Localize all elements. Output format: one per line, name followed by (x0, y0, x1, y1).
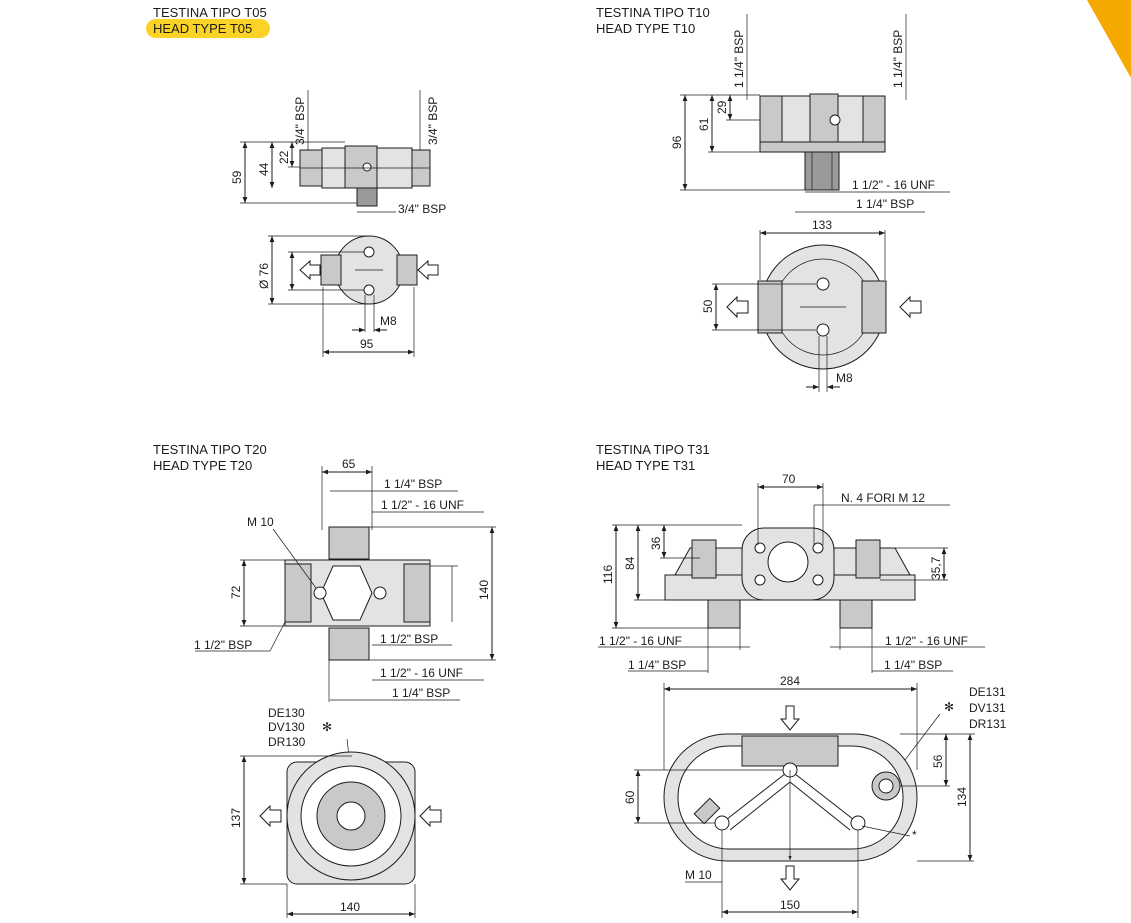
t31-star-icon: ✻ (944, 700, 954, 714)
t20-model-de130: DE130 (268, 706, 305, 720)
t31-dim-284: 284 (780, 674, 800, 688)
t20-star-icon: ✻ (322, 720, 332, 734)
t20-model-dr130: DR130 (268, 735, 306, 749)
t20-dim-72: 72 (229, 585, 243, 599)
t20-dim-137: 137 (229, 808, 243, 828)
t31-dim-60: 60 (623, 790, 637, 804)
t20-bsp-bottom: 1 1/4" BSP (392, 686, 450, 700)
t10-m8: M8 (836, 371, 853, 385)
t05-top-view (299, 235, 439, 305)
t20-dim-140-bottom: 140 (340, 900, 360, 914)
t31-dim-56: 56 (931, 754, 945, 768)
t20-bsp-inner: 1 1/2" BSP (380, 632, 438, 646)
t20-m10: M 10 (247, 515, 274, 529)
corner-accent-triangle (1087, 0, 1131, 78)
t10-dim-133: 133 (812, 218, 832, 232)
t05-dim-44: 44 (257, 162, 271, 176)
t20-bsp-left: 1 1/2" BSP (194, 638, 252, 652)
t05-bsp-right: 3/4" BSP (426, 97, 440, 145)
t20-bsp-top: 1 1/4" BSP (384, 477, 442, 491)
t05-side-view (299, 145, 431, 207)
t31-dim-36: 36 (649, 536, 663, 550)
t31-m10: M 10 (685, 868, 712, 882)
t10-dim-96: 96 (670, 135, 684, 149)
t31-dim-134: 134 (955, 787, 969, 807)
t05-m8: M8 (380, 314, 397, 328)
t31-model-de131: DE131 (969, 685, 1006, 699)
t31-unf-right: 1 1/2" - 16 UNF (885, 634, 968, 648)
t31-asterisk: * (912, 828, 917, 842)
t31-holes: N. 4 FORI M 12 (841, 491, 925, 505)
t31-dim-84: 84 (623, 556, 637, 570)
t05-title-highlight (146, 19, 270, 38)
t20-unf-bottom: 1 1/2" - 16 UNF (380, 666, 463, 680)
t05-title-it: TESTINA TIPO T05 (153, 5, 267, 20)
t10-bsp-outlet: 1 1/4" BSP (856, 197, 914, 211)
t10-top-view (726, 244, 922, 370)
section-t10: TESTINA TIPO T10 HEAD TYPE T10 1 1/4" BS… (596, 5, 950, 392)
section-t31: TESTINA TIPO T31 HEAD TYPE T31 70 N. 4 F… (596, 442, 1007, 918)
t10-bsp-right: 1 1/4" BSP (891, 30, 905, 88)
t20-title-it: TESTINA TIPO T20 (153, 442, 267, 457)
t10-dim-50: 50 (701, 299, 715, 313)
t10-unf: 1 1/2" - 16 UNF (852, 178, 935, 192)
t10-title-en: HEAD TYPE T10 (596, 21, 695, 36)
t10-dim-29: 29 (715, 100, 729, 114)
t10-dim-61: 61 (697, 117, 711, 131)
t31-dim-150: 150 (780, 898, 800, 912)
t31-dim-116: 116 (601, 565, 615, 584)
t31-bsp-right: 1 1/4" BSP (884, 658, 942, 672)
t05-bsp-left: 3/4" BSP (293, 97, 307, 145)
t31-title-en: HEAD TYPE T31 (596, 458, 695, 473)
t20-title-en: HEAD TYPE T20 (153, 458, 252, 473)
t05-dim-22: 22 (277, 150, 291, 164)
t05-dim-59: 59 (230, 170, 244, 184)
t05-dia-76: Ø 76 (257, 263, 271, 289)
t10-title-it: TESTINA TIPO T10 (596, 5, 710, 20)
t20-dim-65: 65 (342, 457, 356, 471)
t31-top-view (663, 705, 918, 891)
t31-unf-left: 1 1/2" - 16 UNF (599, 634, 682, 648)
t05-outlet-bsp: 3/4" BSP (398, 202, 446, 216)
t31-bsp-left: 1 1/4" BSP (628, 658, 686, 672)
t10-bsp-left: 1 1/4" BSP (732, 30, 746, 88)
t31-dim-70: 70 (782, 472, 796, 486)
t10-side-view (759, 93, 886, 191)
section-t05: TESTINA TIPO T05 HEAD TYPE T05 3/4" BSP … (146, 5, 446, 357)
t31-model-dv131: DV131 (969, 701, 1006, 715)
t31-title-it: TESTINA TIPO T31 (596, 442, 710, 457)
section-t20: TESTINA TIPO T20 HEAD TYPE T20 65 1 1/4"… (153, 442, 496, 918)
t05-title-en: HEAD TYPE T05 (153, 21, 252, 36)
t20-unf-top: 1 1/2" - 16 UNF (381, 498, 464, 512)
t05-dim-95: 95 (360, 337, 374, 351)
t31-model-dr131: DR131 (969, 717, 1007, 731)
t31-dim-35-7: 35,7 (929, 556, 943, 580)
t20-side-view (284, 526, 431, 661)
t20-dim-140: 140 (477, 580, 491, 600)
t31-side-view (664, 527, 916, 629)
t20-top-view (259, 751, 442, 885)
t20-model-dv130: DV130 (268, 720, 305, 734)
